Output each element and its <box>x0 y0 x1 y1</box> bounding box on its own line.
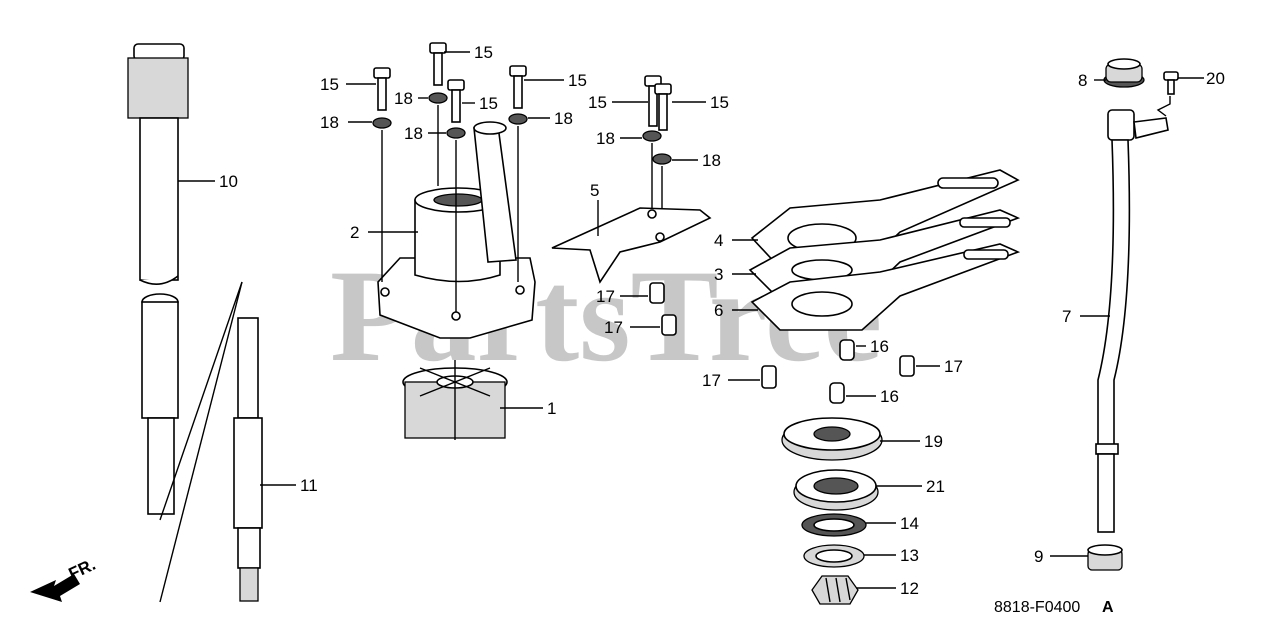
bolt-15-c[interactable] <box>447 79 465 123</box>
callout-4: 4 <box>714 231 723 250</box>
part-9-grommet[interactable] <box>1087 544 1123 571</box>
callout-13: 13 <box>900 546 919 565</box>
callout-3: 3 <box>714 265 723 284</box>
callout-2: 2 <box>350 223 359 242</box>
callout-14: 14 <box>900 514 919 533</box>
part-19-oil-seal[interactable] <box>781 417 883 461</box>
callout-17-c: 17 <box>702 371 721 390</box>
diagram-code: 8818-F0400 <box>994 599 1080 616</box>
bolt-15-f[interactable] <box>654 83 672 131</box>
callout-21: 21 <box>926 477 945 496</box>
callout-17-d: 17 <box>944 357 963 376</box>
callout-11: 11 <box>300 476 318 495</box>
callout-10: 10 <box>219 172 238 191</box>
callout-5: 5 <box>590 181 599 200</box>
washer-18-e[interactable] <box>642 130 662 142</box>
callout-18-e: 18 <box>596 129 615 148</box>
dowel-17-d[interactable] <box>899 355 915 377</box>
part-8-grommet[interactable] <box>1103 58 1145 88</box>
callout-15-d: 15 <box>568 71 587 90</box>
part-6-gasket-plate[interactable] <box>750 243 1021 331</box>
bolt-15-d[interactable] <box>509 65 527 109</box>
callout-12: 12 <box>900 579 919 598</box>
callout-15-f: 15 <box>710 93 729 112</box>
washer-18-b[interactable] <box>428 92 448 104</box>
callout-18-d: 18 <box>554 109 573 128</box>
washer-18-d[interactable] <box>508 113 528 125</box>
diagram-code-suffix: A <box>1102 599 1114 616</box>
part-3-gasket-plate[interactable] <box>748 209 1021 301</box>
callout-18-f: 18 <box>702 151 721 170</box>
dowel-17-a[interactable] <box>649 282 665 304</box>
callout-18-b: 18 <box>394 89 413 108</box>
washer-18-f[interactable] <box>652 153 672 165</box>
bolt-15-a[interactable] <box>373 67 391 111</box>
dowel-16-b[interactable] <box>829 382 845 404</box>
dowel-17-c[interactable] <box>761 365 777 389</box>
dowel-17-b[interactable] <box>661 314 677 336</box>
callout-8: 8 <box>1078 71 1087 90</box>
part-20-screw[interactable] <box>1163 71 1179 95</box>
callout-16-a: 16 <box>870 337 889 356</box>
part-12-pinion-gear[interactable] <box>811 575 859 605</box>
callout-15-b: 15 <box>320 75 339 94</box>
callout-15-e: 15 <box>588 93 607 112</box>
callout-15-c: 15 <box>479 94 498 113</box>
part-1-impeller[interactable] <box>402 360 508 440</box>
dowel-16-a[interactable] <box>839 339 855 361</box>
front-direction-arrow: FR. <box>30 555 99 602</box>
callout-6: 6 <box>714 301 723 320</box>
callout-1: 1 <box>547 399 556 418</box>
callout-18-a: 18 <box>320 113 339 132</box>
part-5-plate[interactable] <box>551 207 712 284</box>
part-2-pump-housing[interactable] <box>377 187 536 339</box>
part-21-bearing[interactable] <box>793 469 879 511</box>
callout-19: 19 <box>924 432 943 451</box>
callout-9: 9 <box>1034 547 1043 566</box>
callout-16-b: 16 <box>880 387 899 406</box>
part-14-thrust-washer[interactable] <box>801 513 867 537</box>
bolt-15-b[interactable] <box>429 42 447 86</box>
washer-18-c[interactable] <box>446 127 466 139</box>
part-11-drive-shaft[interactable] <box>233 317 263 602</box>
part-2-water-tube[interactable] <box>473 121 517 263</box>
callout-20: 20 <box>1206 69 1225 88</box>
callout-15-a: 15 <box>474 43 493 62</box>
callout-17-a: 17 <box>596 287 615 306</box>
part-10-shaft-tube[interactable] <box>127 43 189 515</box>
part-7-water-pipe[interactable] <box>1095 109 1169 533</box>
callout-7: 7 <box>1062 307 1071 326</box>
callout-17-b: 17 <box>604 318 623 337</box>
part-13-needle-bearing[interactable] <box>803 544 865 568</box>
callout-18-c: 18 <box>404 124 423 143</box>
washer-18-a[interactable] <box>372 117 392 129</box>
